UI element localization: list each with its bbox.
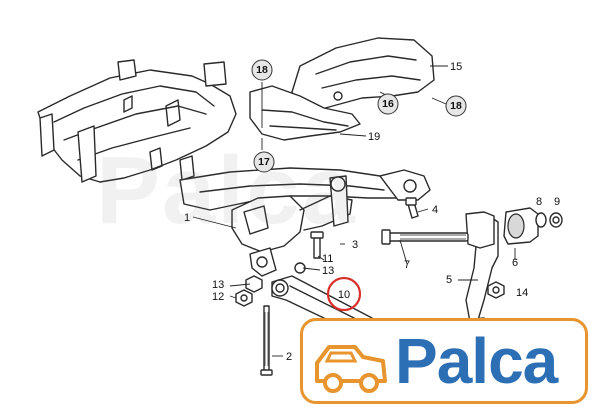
callout-13a: 13 [212, 279, 224, 291]
callout-9: 9 [554, 196, 560, 208]
bolt-4 [405, 197, 419, 219]
callout-11: 11 [322, 253, 333, 265]
callout-2: 2 [286, 351, 292, 363]
van-icon [315, 345, 387, 393]
highlighted-callout-10: 10 [326, 276, 362, 312]
long-vertical-bolt [260, 305, 273, 376]
palca-logo: Palca [300, 318, 588, 404]
bushing-set [503, 207, 563, 245]
callout-4: 4 [432, 204, 438, 216]
callout-5: 5 [446, 274, 452, 286]
callout-15: 15 [450, 61, 462, 73]
callout-3: 3 [352, 239, 358, 251]
callout-19: 19 [368, 131, 380, 143]
callout-17: 17 [258, 156, 270, 168]
callout-18a: 18 [256, 64, 268, 76]
logo-wordmark: Palca [395, 325, 558, 397]
callout-14: 14 [516, 287, 528, 299]
callout-16: 16 [382, 98, 394, 110]
callout-8: 8 [536, 196, 542, 208]
callout-13b: 13 [322, 265, 334, 277]
callout-7: 7 [404, 259, 410, 271]
nuts [235, 66, 505, 307]
callout-10: 10 [338, 289, 350, 301]
subframe [37, 59, 431, 277]
callout-12: 12 [212, 291, 224, 303]
callout-18b: 18 [450, 100, 462, 112]
callout-6: 6 [512, 257, 518, 269]
bolt-11 [310, 231, 324, 259]
callout-labels: 1 2 3 4 5 6 7 8 9 11 12 13 13 14 15 19 [184, 61, 560, 363]
circled-callouts: 18 16 18 17 [251, 59, 467, 173]
callout-1: 1 [184, 212, 190, 224]
engine-shield [249, 37, 435, 141]
long-bolt [381, 229, 469, 245]
